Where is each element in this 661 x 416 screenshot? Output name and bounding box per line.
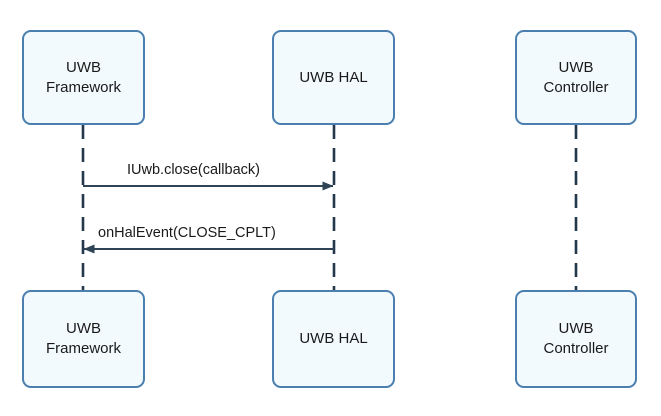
participant-foot-framework[interactable]: UWB Framework [22, 290, 145, 388]
participant-head-framework-label: UWB Framework [45, 58, 121, 96]
participant-foot-controller-label: UWB Controller [543, 320, 609, 357]
participant-head-hal-label: UWB HAL [299, 68, 368, 86]
participant-foot-hal[interactable]: UWB HAL [272, 290, 395, 388]
participant-head-controller-label: UWB Controller [543, 58, 609, 96]
participant-head-framework[interactable]: UWB Framework [22, 30, 145, 125]
participant-foot-controller[interactable]: UWB Controller [515, 290, 637, 388]
message-label-close-cplt: onHalEvent(CLOSE_CPLT) [95, 225, 279, 241]
participant-head-hal[interactable]: UWB HAL [272, 30, 395, 125]
participant-foot-hal-label: UWB HAL [299, 330, 368, 348]
participant-head-controller[interactable]: UWB Controller [515, 30, 637, 125]
message-label-close: IUwb.close(callback) [124, 162, 263, 178]
participant-foot-framework-label: UWB Framework [45, 320, 121, 357]
